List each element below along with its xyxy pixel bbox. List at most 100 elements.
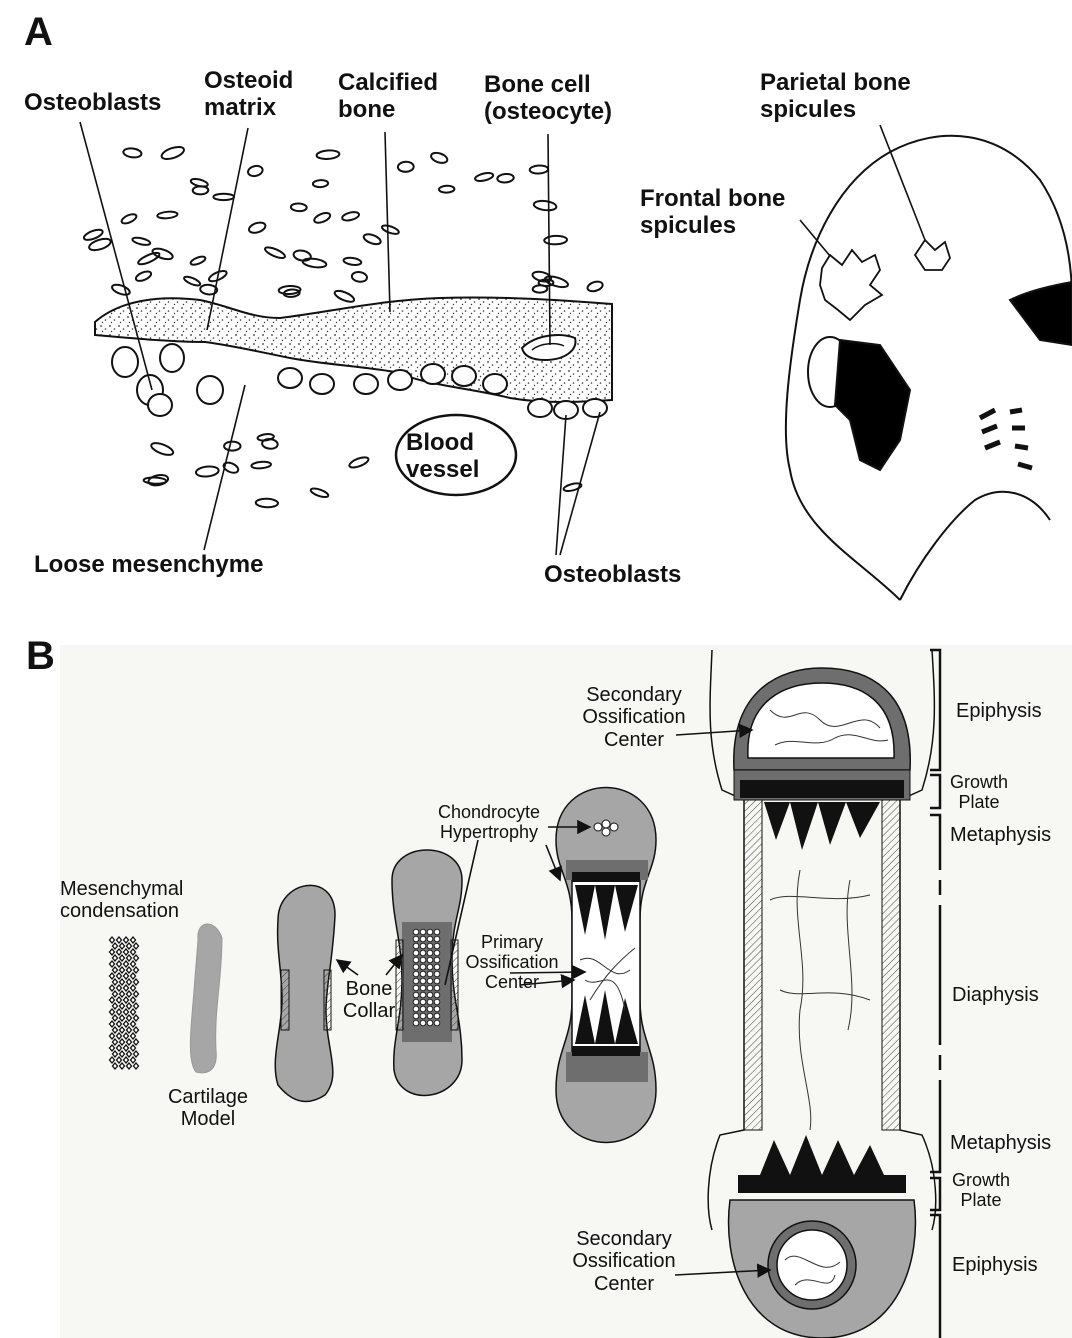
hypertrophic-chondrocyte	[420, 1006, 426, 1012]
label-blood-vessel: Bloodvessel	[406, 430, 479, 484]
mesenchyme-cell	[539, 279, 554, 286]
label-loose-mesenchyme: Loose mesenchyme	[34, 552, 263, 579]
hypertrophic-chondrocyte	[413, 929, 419, 935]
hypertrophic-chondrocyte	[413, 978, 419, 984]
hypertrophic-chondrocyte	[434, 943, 440, 949]
mesenchyme-cell	[533, 200, 557, 212]
zone-epiphysis-top: Epiphysis	[956, 700, 1042, 722]
hypertrophic-chondrocyte	[427, 936, 433, 942]
hypertrophic-chondrocyte	[420, 1020, 426, 1026]
mesenchyme-cell	[157, 211, 178, 219]
mesenchyme-cell	[474, 172, 494, 183]
hypertrophic-chondrocyte	[420, 978, 426, 984]
label-primary-ossification-center: PrimaryOssificationCenter	[454, 932, 570, 992]
hypertrophic-chondrocyte	[434, 936, 440, 942]
hypertrophic-chondrocyte	[427, 1006, 433, 1012]
mesenchyme-cell	[398, 161, 414, 172]
hypertrophic-chondrocyte	[413, 1020, 419, 1026]
mesenchyme-cell	[341, 211, 359, 222]
mesenchyme-cell	[123, 147, 142, 158]
hypertrophic-chondrocyte	[413, 950, 419, 956]
hypertrophic-chondrocyte	[420, 1013, 426, 1019]
hypertrophic-chondrocyte	[413, 985, 419, 991]
mesenchyme-cell	[195, 465, 219, 477]
hypertrophic-chondrocyte	[434, 1013, 440, 1019]
mesenchyme-cell	[302, 257, 327, 268]
hypertrophic-chondrocyte	[434, 1020, 440, 1026]
hypertrophic-chondrocyte	[427, 978, 433, 984]
hypertrophic-chondrocyte	[427, 985, 433, 991]
label-cartilage-model: CartilageModel	[158, 1086, 258, 1131]
bone-stage-collar	[275, 885, 335, 1101]
mesenchyme-cell	[135, 270, 153, 283]
hypertrophic-chondrocyte	[427, 971, 433, 977]
mesenchyme-cell	[137, 251, 161, 267]
hypertrophic-chondrocyte	[427, 1013, 433, 1019]
hypertrophic-chondrocyte	[413, 964, 419, 970]
mesenchyme-cell	[497, 173, 514, 183]
mesenchyme-cell	[381, 224, 400, 236]
hypertrophic-chondrocyte	[434, 985, 440, 991]
hypertrophic-chondrocyte	[434, 929, 440, 935]
hypertrophic-chondrocyte	[434, 964, 440, 970]
label-osteoblasts-bottom: Osteoblasts	[544, 562, 681, 589]
zone-diaphysis: Diaphysis	[952, 984, 1039, 1006]
hypertrophic-chondrocyte	[420, 950, 426, 956]
mesenchyme-cell	[351, 271, 367, 283]
hypertrophic-chondrocyte	[434, 971, 440, 977]
hypertrophic-chondrocyte	[420, 964, 426, 970]
mesenchyme-cell	[213, 194, 234, 200]
label-bone-cell: Bone cell(osteocyte)	[484, 72, 612, 126]
mesenchyme-cell	[256, 498, 278, 507]
mesenchyme-cell	[430, 151, 449, 165]
label-osteoblasts-top: Osteoblasts	[24, 90, 161, 117]
hypertrophic-chondrocyte	[420, 999, 426, 1005]
mesenchyme-cell	[530, 165, 549, 174]
mesenchyme-cell	[190, 255, 207, 266]
mesenchyme-cell	[183, 275, 201, 287]
hypertrophic-chondrocyte	[434, 950, 440, 956]
mesenchyme-cell	[439, 186, 455, 193]
hypertrophic-chondrocyte	[420, 957, 426, 963]
hypertrophic-chondrocyte	[427, 950, 433, 956]
hypertrophic-chondrocyte	[420, 971, 426, 977]
zone-epiphysis-bottom: Epiphysis	[952, 1254, 1038, 1276]
mesenchyme-cell	[316, 150, 339, 160]
hypertrophic-chondrocyte	[413, 1013, 419, 1019]
mesenchyme-cell	[120, 212, 137, 225]
mesenchyme-cell	[224, 442, 240, 451]
panel-a	[80, 122, 1072, 600]
hypertrophic-chondrocyte	[413, 992, 419, 998]
hypertrophic-chondrocyte	[413, 957, 419, 963]
mesenchyme-cell	[247, 165, 264, 178]
hypertrophic-chondrocyte	[434, 957, 440, 963]
mesenchyme-cell	[264, 245, 286, 260]
mesenchyme-cell	[333, 289, 355, 304]
hypertrophic-chondrocyte	[413, 1006, 419, 1012]
mesenchyme-cell	[348, 455, 370, 469]
hypertrophic-chondrocyte	[413, 971, 419, 977]
mesenchyme-cell	[313, 180, 329, 188]
hypertrophic-chondrocyte	[413, 999, 419, 1005]
zone-metaphysis-bottom: Metaphysis	[950, 1132, 1051, 1154]
mesenchyme-cell	[111, 283, 131, 297]
hypertrophic-chondrocyte	[413, 936, 419, 942]
hypertrophic-chondrocyte	[420, 936, 426, 942]
hypertrophic-chondrocyte	[427, 992, 433, 998]
hypertrophic-chondrocyte	[427, 957, 433, 963]
panel-b-letter: B	[26, 634, 55, 679]
hypertrophic-chondrocyte	[420, 985, 426, 991]
hypertrophic-chondrocyte	[420, 992, 426, 998]
hypertrophic-chondrocyte	[420, 929, 426, 935]
hypertrophic-chondrocyte	[434, 992, 440, 998]
hypertrophic-chondrocyte	[427, 929, 433, 935]
mesenchyme-cell	[586, 280, 603, 293]
mesenchyme-cell	[251, 461, 271, 469]
hypertrophic-chondrocyte	[434, 1006, 440, 1012]
fetal-skull	[786, 136, 1072, 600]
